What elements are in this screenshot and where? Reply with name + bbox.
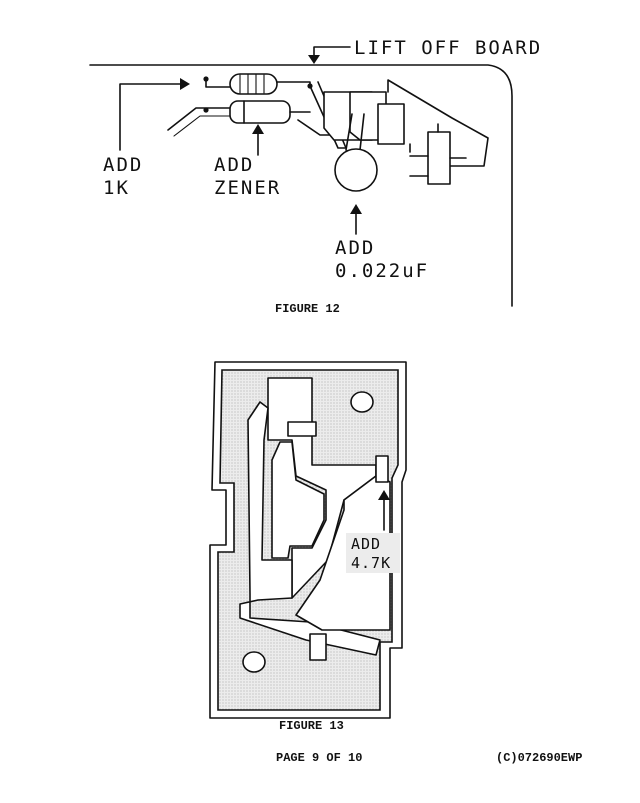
board-outline-outer — [209, 361, 407, 719]
connector-body — [427, 131, 451, 185]
zener-solder — [203, 107, 209, 113]
pad-top — [287, 421, 317, 437]
resistor-1k-lead-left — [205, 78, 231, 88]
add-4k7-arrowhead — [378, 490, 390, 500]
pad-right — [375, 455, 389, 483]
trace-channel-mid — [271, 441, 325, 559]
capacitor-body — [334, 148, 378, 192]
add-zener-label: ADD — [214, 154, 254, 176]
capacitor-leads — [345, 113, 365, 151]
mounting-hole — [350, 391, 374, 413]
lift-off-arrowhead — [308, 55, 320, 64]
trace-channel-left — [239, 401, 381, 656]
add-1k-label: 1K — [103, 177, 130, 199]
lift-off-label: LIFT OFF BOARD — [354, 37, 542, 59]
resistor-1k-bands — [239, 73, 265, 95]
add-cap-label: ADD — [335, 237, 375, 259]
connector-pins — [409, 123, 467, 177]
figure-12: LIFT OFF BOARD ADD 1K ADD ZENER — [89, 37, 542, 316]
component-block-3 — [377, 103, 405, 145]
add-zener-arrowhead — [252, 124, 264, 134]
mounting-hole — [242, 651, 266, 673]
add-1k-arrow — [119, 83, 183, 151]
zener-lead-left-2 — [173, 115, 231, 137]
figure-13-caption: FIGURE 13 — [279, 719, 344, 733]
copyright: (C)072690EWP — [496, 751, 582, 765]
zener-lead-left — [167, 107, 231, 131]
board-trace — [387, 79, 489, 167]
figure-13: ADD 4.7K FIGURE 13 — [209, 361, 407, 733]
page-number: PAGE 9 OF 10 — [276, 751, 362, 765]
resistor-1k-body — [229, 73, 278, 95]
pad-bottom — [309, 633, 327, 661]
add-1k-label: ADD — [103, 154, 143, 176]
add-cap-arrowhead — [350, 204, 362, 214]
add-4k7-label: ADD — [351, 535, 381, 553]
add-1k-arrowhead — [180, 78, 190, 90]
add-cap-label: 0.022uF — [335, 260, 429, 282]
lift-off-arrow — [313, 46, 351, 58]
figure-12-caption: FIGURE 12 — [275, 302, 340, 316]
resistor-1k-solder — [203, 76, 209, 82]
add-4k7-label: 4.7K — [351, 554, 391, 572]
resistor-1k-lead-right — [275, 81, 311, 87]
zener-body — [229, 100, 291, 124]
add-4k7-label-bg — [346, 533, 400, 573]
add-zener-label: ZENER — [214, 177, 281, 199]
board-edge — [89, 64, 513, 307]
